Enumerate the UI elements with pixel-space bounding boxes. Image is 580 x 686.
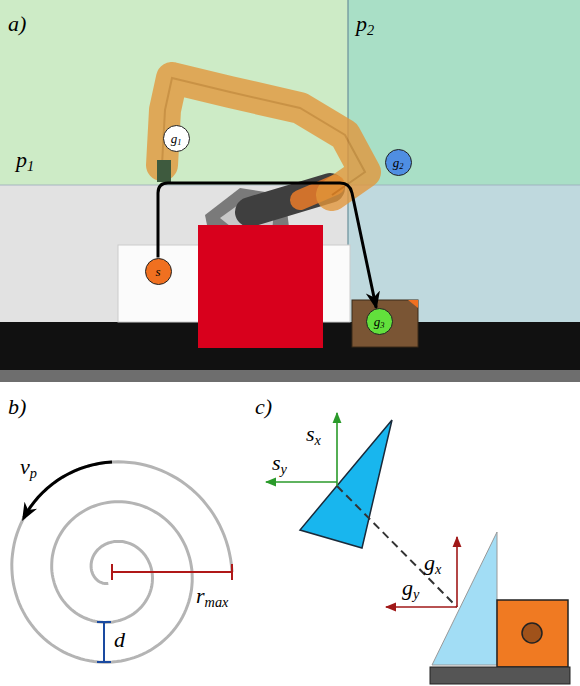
subscript: 1 bbox=[177, 137, 181, 147]
subscript: 3 bbox=[380, 320, 384, 330]
goal-box bbox=[497, 600, 568, 667]
axis-arrow bbox=[456, 537, 458, 607]
figure-label: a) bbox=[8, 12, 26, 36]
spacing-bracket bbox=[103, 622, 105, 662]
spacing-bracket bbox=[97, 621, 111, 623]
subscript: 2 bbox=[399, 161, 403, 171]
subscript: y bbox=[413, 586, 419, 602]
figure-label: d bbox=[114, 628, 125, 652]
goal-base bbox=[430, 667, 570, 684]
subscript: 1 bbox=[27, 158, 34, 174]
trajectory-arrow bbox=[158, 183, 376, 308]
axis-arrow bbox=[336, 413, 338, 486]
velocity-arrow bbox=[24, 462, 112, 518]
figure-label: sy bbox=[272, 451, 287, 475]
figure-label: vp bbox=[20, 455, 37, 479]
subscript: x bbox=[315, 432, 321, 448]
radius-tick bbox=[231, 564, 233, 580]
figure-label: sx bbox=[306, 422, 321, 446]
floor bbox=[0, 370, 580, 382]
spacing-bracket bbox=[97, 661, 111, 663]
obstacle bbox=[198, 225, 323, 348]
goal-hole bbox=[522, 623, 542, 643]
target-mark bbox=[408, 300, 418, 308]
waypoint-circle: s bbox=[145, 258, 172, 285]
figure-label: p2 bbox=[356, 12, 374, 36]
figure-label: p1 bbox=[16, 148, 34, 172]
subscript: p bbox=[30, 465, 37, 481]
axis-arrow bbox=[386, 606, 457, 608]
figure-label: c) bbox=[255, 395, 272, 419]
subscript: 2 bbox=[367, 22, 374, 38]
waypoint-circle: g3 bbox=[366, 308, 393, 335]
waypoint-label: s bbox=[155, 265, 160, 278]
subscript: y bbox=[281, 461, 287, 477]
spiral-path bbox=[12, 462, 232, 662]
waypoint-circle: g2 bbox=[385, 149, 412, 176]
subscript: max bbox=[205, 594, 229, 610]
radius-tick bbox=[111, 564, 113, 580]
waypoint-label: g1 bbox=[171, 132, 182, 145]
figure-label: b) bbox=[8, 395, 26, 419]
radius-line bbox=[112, 571, 232, 573]
region-p2 bbox=[348, 0, 580, 185]
robot-arm bbox=[162, 78, 365, 195]
waypoint-label: g3 bbox=[374, 315, 385, 328]
subscript: x bbox=[435, 561, 441, 577]
figure-label: gy bbox=[402, 576, 419, 600]
figure-label: gx bbox=[424, 551, 441, 575]
waypoint-label: g2 bbox=[393, 156, 404, 169]
figure-label: rmax bbox=[196, 584, 228, 608]
offset-line bbox=[337, 486, 457, 607]
target-box bbox=[352, 300, 418, 347]
waypoint-circle: g1 bbox=[163, 125, 190, 152]
gripper bbox=[157, 160, 171, 182]
goal-triangle bbox=[432, 532, 497, 665]
axis-arrow bbox=[266, 481, 337, 483]
